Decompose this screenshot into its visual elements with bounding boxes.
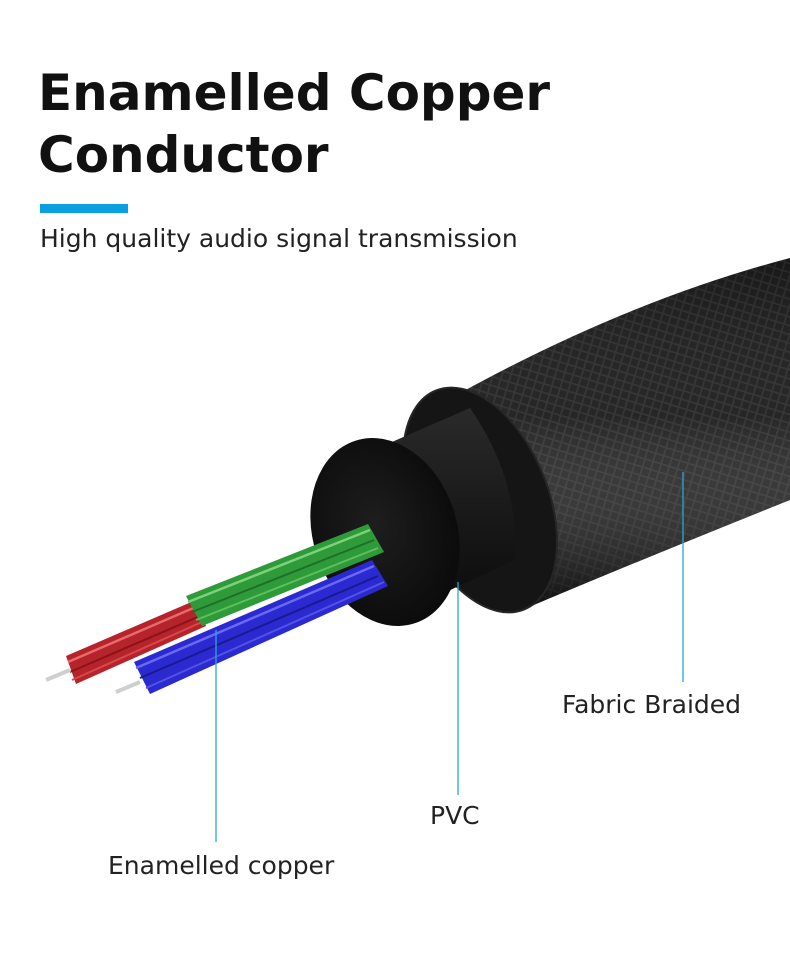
subtitle: High quality audio signal transmission bbox=[40, 224, 518, 253]
title-line-2: Conductor bbox=[38, 126, 329, 184]
page-title: Enamelled Copper Conductor bbox=[38, 62, 550, 186]
red-wire-bundle bbox=[45, 600, 206, 684]
blue-wire-bundle bbox=[115, 560, 388, 694]
fabric-braided-label: Fabric Braided bbox=[562, 690, 742, 719]
title-line-1: Enamelled Copper bbox=[38, 64, 551, 122]
enamelled-copper-label: Enamelled copper bbox=[108, 851, 335, 880]
pvc-label: PVC bbox=[430, 801, 480, 830]
green-wire-bundle bbox=[186, 524, 384, 626]
accent-bar bbox=[40, 204, 128, 213]
